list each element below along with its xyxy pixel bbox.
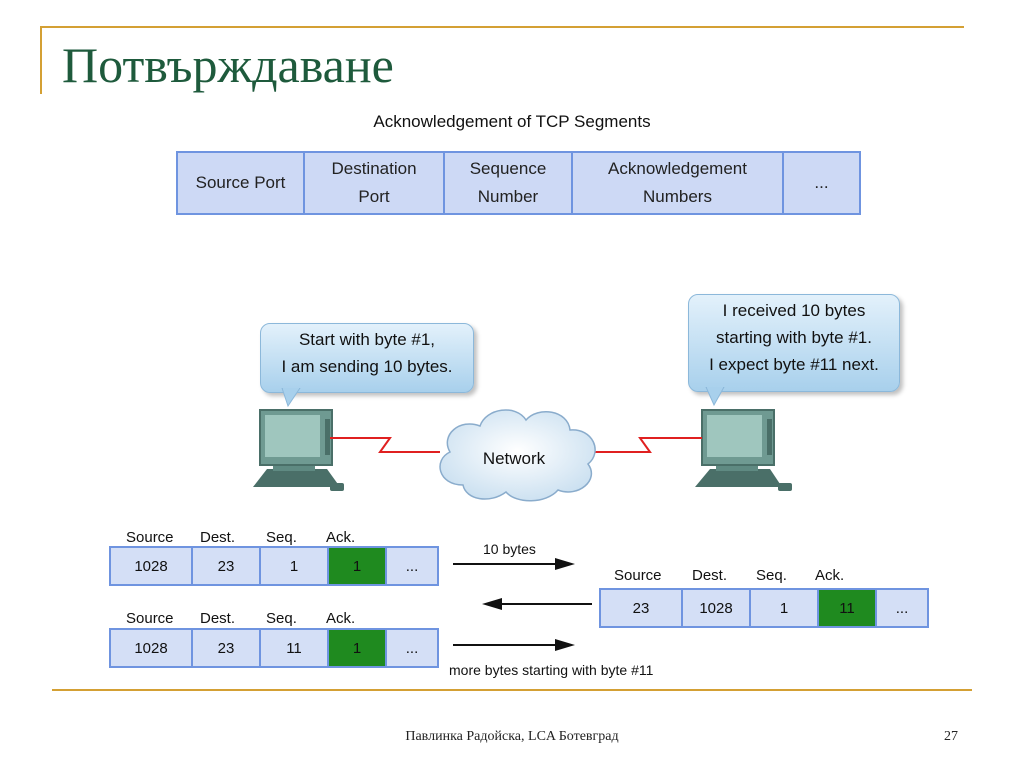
segment-2: 1028 23 11 1 ... (109, 628, 439, 668)
segment-1-ack: 1 (327, 546, 387, 586)
receiver-speech-bubble: I received 10 bytes starting with byte #… (688, 294, 900, 392)
arrow-3-label: more bytes starting with byte #11 (449, 662, 654, 678)
receiver-bubble-tail (705, 387, 725, 407)
segment-1-more: ... (385, 546, 439, 586)
segment-1-label-ack: Ack. (326, 529, 356, 546)
footer-author: Павлинка Радойска, LCA Ботевград (405, 729, 619, 744)
reply-source: 23 (599, 588, 683, 628)
reply-label-seq: Seq. (756, 567, 787, 584)
reply-more: ... (875, 588, 929, 628)
reply-segment: 23 1028 1 11 ... (599, 588, 929, 628)
arrow-1-label: 10 bytes (483, 541, 536, 557)
reply-label-source: Source (614, 567, 662, 584)
receiver-computer-icon (695, 409, 792, 491)
segment-2-ack: 1 (327, 628, 387, 668)
segment-1-label-seq: Seq. (266, 529, 297, 546)
reply-dest: 1028 (681, 588, 751, 628)
network-link-right (590, 437, 702, 453)
segment-2-more: ... (385, 628, 439, 668)
footer-rule (52, 689, 972, 691)
slide-title: Потвърждаване (62, 37, 394, 93)
segment-2-label-source: Source (126, 610, 174, 627)
segment-1-dest: 23 (191, 546, 261, 586)
segment-2-label-ack: Ack. (326, 610, 356, 627)
diagram-heading: Acknowledgement of TCP Segments (373, 112, 651, 131)
header-cell-more: ... (782, 151, 861, 215)
corner-rule-vertical (40, 26, 42, 94)
reply-ack: 11 (817, 588, 877, 628)
segment-1-source: 1028 (109, 546, 193, 586)
arrow-left-icon (482, 598, 592, 610)
network-cloud-icon (439, 409, 596, 502)
segment-1-label-dest: Dest. (200, 529, 236, 546)
reply-label-dest: Dest. (692, 567, 728, 584)
segment-2-label-dest: Dest. (200, 610, 236, 627)
sender-speech-bubble: Start with byte #1, I am sending 10 byte… (260, 323, 474, 393)
segment-1-label-source: Source (126, 529, 174, 546)
arrow-right-icon (453, 558, 575, 570)
page-number: 27 (944, 729, 958, 744)
header-cell-sequence-number: Sequence Number (443, 151, 573, 215)
network-link-left (330, 437, 440, 453)
segment-2-source: 1028 (109, 628, 193, 668)
sender-computer-icon (253, 409, 344, 491)
corner-rule-horizontal (40, 26, 964, 28)
segment-1: 1028 23 1 1 ... (109, 546, 439, 586)
header-cell-destination-port: Destination Port (303, 151, 445, 215)
reply-label-ack: Ack. (815, 567, 845, 584)
tcp-header-table: Source Port Destination Port Sequence Nu… (176, 151, 861, 215)
header-cell-acknowledgement-numbers: Acknowledgement Numbers (571, 151, 784, 215)
segment-2-dest: 23 (191, 628, 261, 668)
segment-2-seq: 11 (259, 628, 329, 668)
network-label: Network (482, 449, 546, 468)
sender-bubble-tail (281, 388, 301, 408)
header-cell-source-port: Source Port (176, 151, 305, 215)
segment-2-label-seq: Seq. (266, 610, 297, 627)
reply-seq: 1 (749, 588, 819, 628)
arrow-right-2-icon (453, 639, 575, 651)
segment-1-seq: 1 (259, 546, 329, 586)
